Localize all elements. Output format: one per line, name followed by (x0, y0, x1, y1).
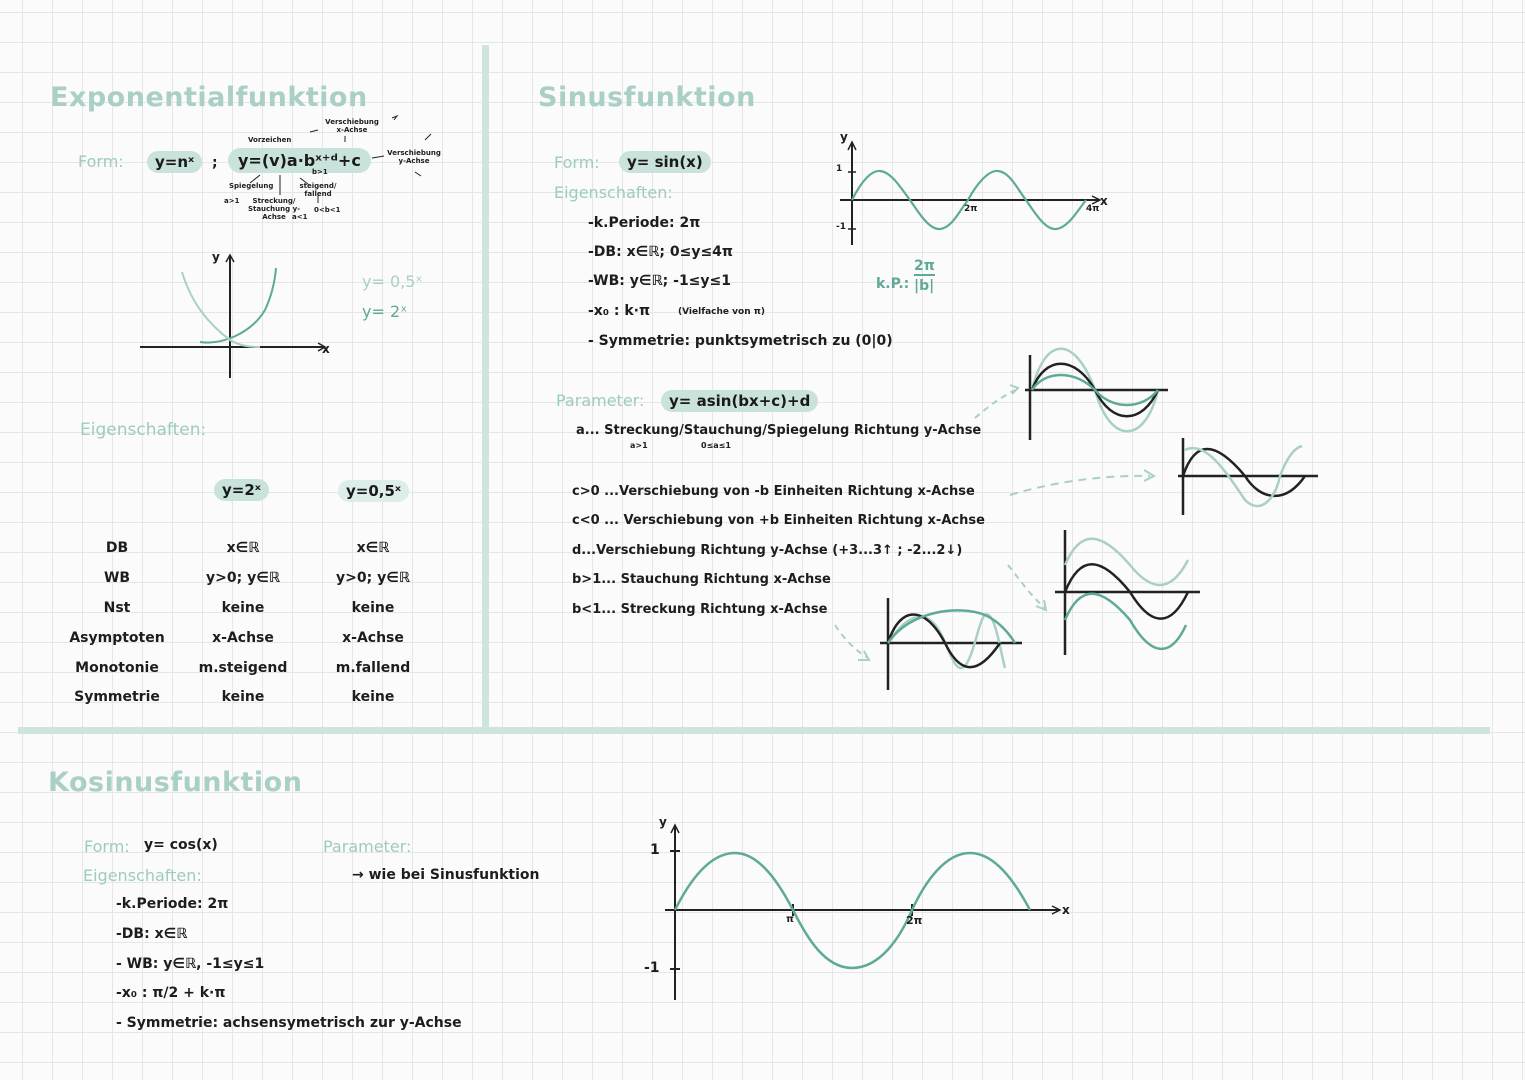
exp-title: Exponentialfunktion (50, 82, 368, 113)
exp-graph-x-label: x (322, 342, 330, 356)
sin-form: y= sin(x) (619, 151, 711, 173)
exp-cell: y>0; y∈ℝ (336, 570, 410, 586)
exp-graph (140, 253, 327, 378)
cos-param-label: Parameter: (323, 837, 412, 856)
sin-param-b-lt: b<1... Streckung Richtung x-Achse (572, 602, 828, 617)
cos-param-text: → wie bei Sinusfunktion (352, 867, 540, 883)
sin-curve (851, 169, 1087, 231)
sin-x0-note: (Vielfache von π) (678, 307, 765, 317)
exp-cell: x-Achse (342, 630, 404, 646)
sin-graph-two-pi: 2π (964, 204, 978, 214)
horizontal-divider (18, 727, 1490, 734)
ann-vorzeichen: Vorzeichen (248, 136, 292, 144)
sin-prop: -DB: x∈ℝ; 0≤y≤4π (588, 244, 733, 260)
exp-cell: x∈ℝ (356, 540, 390, 556)
sin-param-c-neg: c<0 ... Verschiebung von +b Einheiten Ri… (572, 513, 985, 528)
ann-verschiebung-y: Verschiebung y-Achse (387, 149, 441, 165)
exp-cell: m.fallend (335, 660, 411, 676)
cos-eig-label: Eigenschaften: (83, 866, 202, 885)
cos-title: Kosinusfunktion (48, 767, 303, 798)
exp-curve-05x (181, 271, 261, 348)
sin-param-a: a... Streckung/Stauchung/Spiegelung Rich… (576, 423, 982, 438)
exp-form-label: Form: (78, 152, 124, 171)
exp-graph-y-label: y (212, 250, 220, 264)
exp-table-col1: y=2ˣ (214, 479, 269, 501)
sin-title: Sinusfunktion (538, 82, 756, 113)
exp-table-col2: y=0,5ˣ (338, 480, 410, 502)
exp-row-label: Symmetrie (74, 689, 160, 705)
sin-prop: - Symmetrie: punktsymetrisch zu (0|0) (588, 333, 893, 349)
cos-prop: -DB: x∈ℝ (116, 926, 188, 942)
sin-param-c-pos: c>0 ...Verschiebung von -b Einheiten Ric… (572, 484, 975, 499)
exp-form-basic: y=nˣ (147, 151, 203, 173)
sin-graph (840, 140, 1102, 245)
vertical-divider (482, 45, 489, 727)
ann-spiegelung: Spiegelung (229, 182, 274, 190)
exp-graph-label-2x: y= 2ˣ (362, 302, 408, 321)
cos-graph-two-pi: 2π (906, 914, 923, 927)
cos-prop: - WB: y∈ℝ, -1≤y≤1 (116, 956, 265, 972)
exp-cell: keine (221, 600, 265, 616)
sin-kp-den: |b| (914, 278, 935, 294)
sin-graph-x: x (1100, 194, 1108, 208)
cos-graph-one: 1 (650, 842, 660, 858)
sin-graph-y: y (840, 130, 848, 144)
sin-graph-minus-one: -1 (836, 222, 846, 232)
sin-eig-label: Eigenschaften: (554, 183, 673, 202)
cos-prop: - Symmetrie: achsensymetrisch zur y-Achs… (116, 1015, 462, 1031)
sin-param-d: d...Verschiebung Richtung y-Achse (+3...… (572, 543, 963, 558)
exp-cell: x-Achse (212, 630, 274, 646)
exp-form-sep: ; (212, 155, 218, 171)
sin-form-label: Form: (554, 153, 600, 172)
ann-streckung: Streckung/ Stauchung y-Achse (247, 197, 301, 221)
cos-form: y= cos(x) (144, 837, 218, 853)
exp-cell: m.steigend (198, 660, 288, 676)
exp-row-label: Asymptoten (69, 630, 165, 646)
cos-graph-pi: π (786, 914, 794, 925)
ann-verschiebung-x: Verschiebung x-Achse (325, 118, 379, 134)
cos-graph-x: x (1062, 903, 1070, 917)
exp-eig-label: Eigenschaften: (80, 420, 207, 440)
exp-cell: keine (351, 689, 395, 705)
exp-row-label: Monotonie (75, 660, 159, 676)
sin-kp-label: k.P.: (876, 276, 910, 292)
sin-param-a-sub2: 0≤a≤1 (701, 441, 731, 450)
cos-prop: -k.Periode: 2π (116, 896, 229, 912)
sin-param-b-gt: b>1... Stauchung Richtung x-Achse (572, 572, 831, 587)
exp-cell: y>0; y∈ℝ (206, 570, 280, 586)
sin-param-a-sub1: a>1 (630, 441, 648, 450)
sin-param-form: y= asin(bx+c)+d (661, 390, 819, 412)
sin-param-label: Parameter: (556, 391, 645, 410)
exp-cell: keine (221, 689, 265, 705)
ann-steigend: steigend/ fallend (299, 182, 337, 198)
ann-a-gt1: a>1 (224, 197, 240, 205)
cos-prop: -x₀ : π/2 + k·π (116, 985, 226, 1001)
exp-row-label: WB (103, 570, 131, 586)
exp-row-label: Nst (103, 600, 131, 616)
ann-a-lt1: a<1 (292, 213, 308, 221)
sin-prop: -x₀ : k·π (588, 303, 651, 319)
sin-graph-one: 1 (836, 164, 843, 174)
exp-cell: x∈ℝ (226, 540, 260, 556)
cos-graph-y: y (659, 815, 667, 829)
exp-cell: keine (351, 600, 395, 616)
exp-graph-label-05x: y= 0,5ˣ (362, 272, 423, 291)
cos-graph-minus-one: -1 (644, 960, 660, 976)
cos-curve (673, 851, 1032, 970)
exp-form-general: y=(v)a·bˣ⁺ᵈ+c (228, 148, 371, 173)
sin-prop: -WB: y∈ℝ; -1≤y≤1 (588, 273, 732, 289)
ann-b-gt1: b>1 (312, 168, 328, 176)
cos-graph (665, 823, 1062, 1000)
exp-curve-2x (199, 267, 277, 344)
cos-form-label: Form: (84, 837, 130, 856)
sin-prop: -k.Periode: 2π (588, 215, 701, 231)
ann-b-range: 0<b<1 (314, 206, 341, 214)
sin-kp-num: 2π (914, 258, 935, 276)
sin-graph-four-pi: 4π (1086, 204, 1100, 214)
exp-row-label: DB (105, 540, 129, 556)
